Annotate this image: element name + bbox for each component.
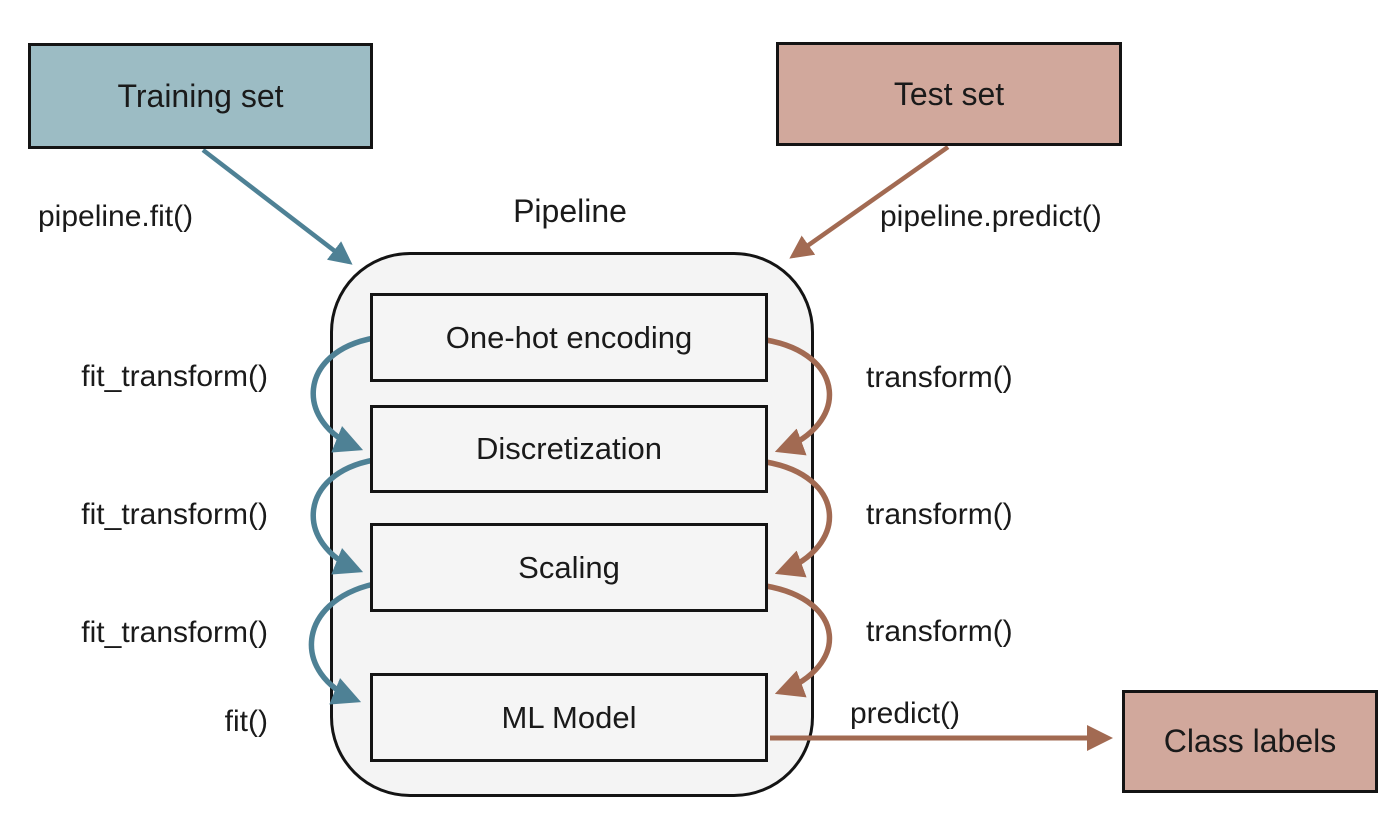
step-discretization: Discretization: [370, 405, 768, 493]
fit-label: fit(): [224, 705, 268, 738]
step-scaling-label: Scaling: [518, 549, 620, 585]
fit-arrow: [308, 581, 375, 705]
test-set-label: Test set: [893, 75, 1005, 112]
transform-arrow-2: [765, 459, 832, 578]
pipeline-title: Pipeline: [513, 193, 627, 229]
training-set-box: Training set: [28, 43, 373, 149]
fit-transform-arrow-2: [310, 457, 375, 575]
test-set-box: Test set: [776, 42, 1122, 146]
fit-transform-arrow-1: [310, 335, 375, 453]
training-set-label: Training set: [117, 77, 284, 114]
step-discretization-label: Discretization: [475, 431, 663, 466]
pipeline-fit-label: pipeline.fit(): [38, 200, 194, 233]
class-labels-label: Class labels: [1163, 723, 1337, 759]
step-one-hot-encoding-label: One-hot encoding: [445, 319, 693, 355]
step-ml-model: ML Model: [370, 673, 768, 762]
step-one-hot-encoding: One-hot encoding: [370, 293, 768, 382]
transform-label-1: transform(): [866, 361, 1013, 394]
transform-arrow-1: [765, 337, 832, 456]
test-to-pipeline-arrow: [789, 145, 950, 259]
fit-transform-label-1: fit_transform(): [81, 360, 268, 393]
step-ml-model-label: ML Model: [501, 699, 637, 735]
class-labels-box: Class labels: [1122, 690, 1378, 793]
predict-label: predict(): [850, 697, 961, 730]
step-scaling: Scaling: [370, 523, 768, 612]
pipeline-predict-label: pipeline.predict(): [880, 200, 1102, 233]
transform-arrow-3: [765, 583, 833, 698]
transform-label-2: transform(): [866, 498, 1013, 531]
transform-label-3: transform(): [866, 615, 1013, 648]
fit-transform-label-3: fit_transform(): [81, 616, 268, 649]
train-to-pipeline-arrow: [201, 148, 353, 265]
fit-transform-label-2: fit_transform(): [81, 498, 268, 531]
